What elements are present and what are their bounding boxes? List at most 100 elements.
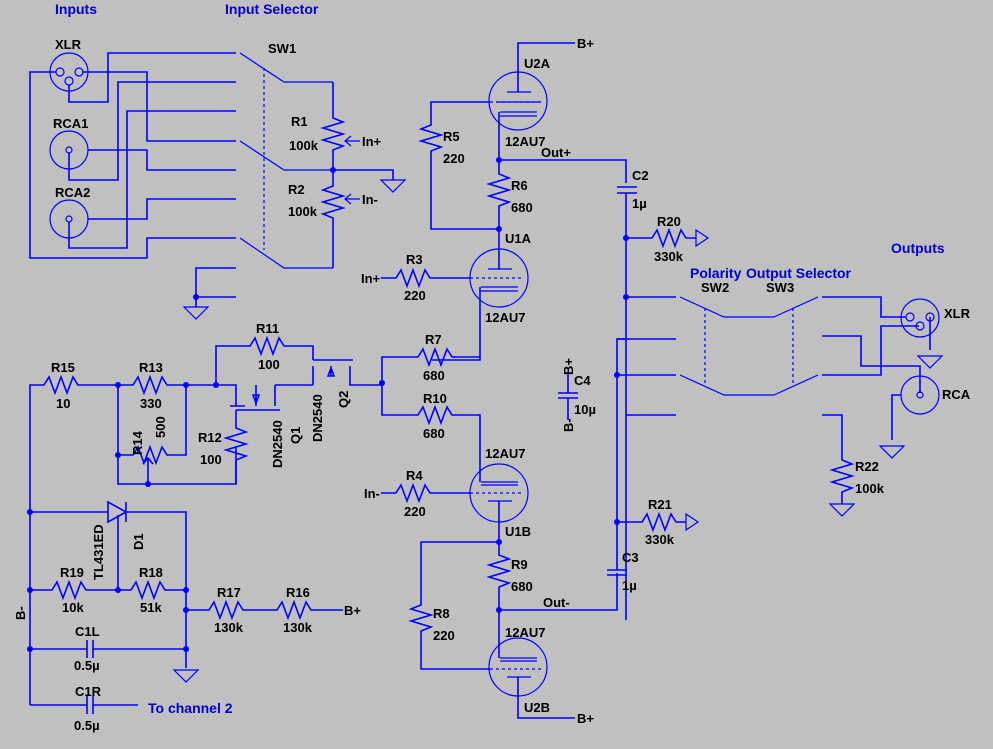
svg-text:R6: R6 — [511, 178, 528, 193]
svg-text:12AU7: 12AU7 — [485, 310, 525, 325]
svg-text:R21: R21 — [648, 497, 672, 512]
svg-text:100k: 100k — [855, 481, 885, 496]
svg-text:330k: 330k — [645, 532, 675, 547]
resistor-r22: R22 100k — [829, 459, 885, 517]
resistor-r10 — [381, 383, 458, 426]
capacitor-c4: C4 10µ B+ B- — [558, 358, 596, 432]
svg-text:0.5µ: 0.5µ — [74, 658, 100, 673]
capacitor-c1r: C1R 0.5µ — [30, 684, 138, 733]
svg-text:100k: 100k — [289, 138, 319, 153]
rca2-label: RCA2 — [55, 185, 90, 200]
label-to-channel-2: To channel 2 — [148, 700, 233, 716]
tube-u2a: B+ U2A 12AU7 — [488, 36, 594, 160]
svg-text:12AU7: 12AU7 — [505, 134, 545, 149]
svg-text:In+: In+ — [361, 271, 381, 286]
capacitor-c2: C2 1µ — [617, 168, 649, 620]
svg-text:R9: R9 — [511, 557, 528, 572]
input-wiring — [29, 52, 236, 320]
svg-text:Q2: Q2 — [336, 391, 351, 408]
net-out-plus-wire — [499, 159, 627, 183]
resistor-r13: R13 330 — [115, 360, 189, 411]
xlr-output-connector: XLR — [900, 298, 971, 338]
svg-text:100: 100 — [258, 357, 280, 372]
resistor-r6 — [486, 160, 512, 229]
svg-text:U2A: U2A — [524, 56, 551, 71]
header-input-selector: Input Selector — [225, 1, 319, 17]
svg-text:C1R: C1R — [75, 684, 102, 699]
resistor-r11: R11 100 — [186, 321, 314, 388]
resistor-r12: R12 100 — [198, 410, 249, 484]
svg-text:R10: R10 — [423, 391, 447, 406]
tube-u1b: 12AU7 U1B — [458, 414, 531, 542]
svg-text:12AU7: 12AU7 — [485, 446, 525, 461]
svg-text:500: 500 — [153, 416, 168, 438]
switch-sw3[interactable]: SW3 — [766, 280, 819, 396]
svg-text:D1: D1 — [131, 533, 146, 550]
sw1-label: SW1 — [268, 41, 296, 56]
svg-text:B+: B+ — [344, 603, 361, 618]
svg-text:0.5µ: 0.5µ — [74, 718, 100, 733]
resistor-r5 — [418, 101, 499, 230]
svg-text:R18: R18 — [139, 565, 163, 580]
svg-text:100: 100 — [200, 452, 222, 467]
resistor-r4: In- R4 220 — [364, 468, 470, 519]
svg-text:130k: 130k — [214, 620, 244, 635]
svg-text:R17: R17 — [217, 585, 241, 600]
capacitor-c1l: C1L 0.5µ — [27, 610, 199, 683]
resistor-r3: In+ R3 220 — [361, 252, 470, 303]
svg-text:100k: 100k — [288, 204, 318, 219]
svg-text:12AU7: 12AU7 — [505, 625, 545, 640]
svg-text:C3: C3 — [622, 550, 639, 565]
resistor-r19: R19 10k — [27, 565, 121, 615]
svg-text:51k: 51k — [140, 600, 162, 615]
svg-text:TL431ED: TL431ED — [91, 524, 106, 580]
svg-text:R2: R2 — [288, 182, 305, 197]
svg-text:R12: R12 — [198, 430, 222, 445]
xlr-input-connector: XLR — [49, 37, 89, 92]
tube-u2b: 12AU7 U2B B+ — [488, 610, 594, 726]
capacitor-c3: C3 1µ — [607, 338, 639, 593]
svg-text:1µ: 1µ — [622, 578, 637, 593]
sw3-label: SW3 — [766, 280, 794, 295]
svg-text:DN2540: DN2540 — [270, 420, 285, 468]
svg-text:B+: B+ — [577, 36, 594, 51]
net-out-minus-wire — [499, 573, 618, 611]
svg-text:130k: 130k — [283, 620, 313, 635]
svg-text:330k: 330k — [654, 249, 684, 264]
potentiometer-r14: R14 500 — [115, 385, 237, 487]
svg-text:In-: In- — [364, 486, 380, 501]
svg-text:C4: C4 — [574, 373, 591, 388]
svg-text:R14: R14 — [130, 430, 145, 455]
xlr-input-label: XLR — [55, 37, 82, 52]
potentiometer-r1: R1 100k In+ — [289, 82, 382, 170]
rca-output-connector: RCA — [900, 375, 971, 415]
rca-output-label: RCA — [942, 387, 971, 402]
potentiometer-r2: R2 100k In- — [288, 170, 378, 268]
rca1-label: RCA1 — [53, 116, 88, 131]
svg-text:R20: R20 — [657, 214, 681, 229]
net-b-minus: B- — [13, 606, 28, 620]
switch-sw2[interactable]: SW2 — [679, 280, 774, 396]
net-out-plus: Out+ — [541, 145, 571, 160]
svg-text:220: 220 — [404, 504, 426, 519]
svg-text:10k: 10k — [62, 600, 84, 615]
svg-text:DN2540: DN2540 — [310, 394, 325, 442]
svg-text:220: 220 — [404, 288, 426, 303]
header-polarity: Polarity — [690, 265, 742, 281]
svg-text:680: 680 — [423, 426, 445, 441]
net-in-minus: In- — [362, 192, 378, 207]
switch-sw1[interactable]: SW1 — [239, 41, 333, 269]
mosfet-q1: DN2540 Q1 — [216, 384, 313, 468]
svg-text:R15: R15 — [51, 360, 75, 375]
svg-text:330: 330 — [140, 396, 162, 411]
svg-text:1µ: 1µ — [632, 196, 647, 211]
header-inputs: Inputs — [55, 1, 97, 17]
svg-text:680: 680 — [423, 368, 445, 383]
svg-text:R8: R8 — [433, 606, 450, 621]
svg-text:Q1: Q1 — [288, 427, 303, 444]
net-in-plus: In+ — [362, 134, 382, 149]
svg-text:R19: R19 — [60, 565, 84, 580]
resistor-r8 — [408, 541, 499, 670]
